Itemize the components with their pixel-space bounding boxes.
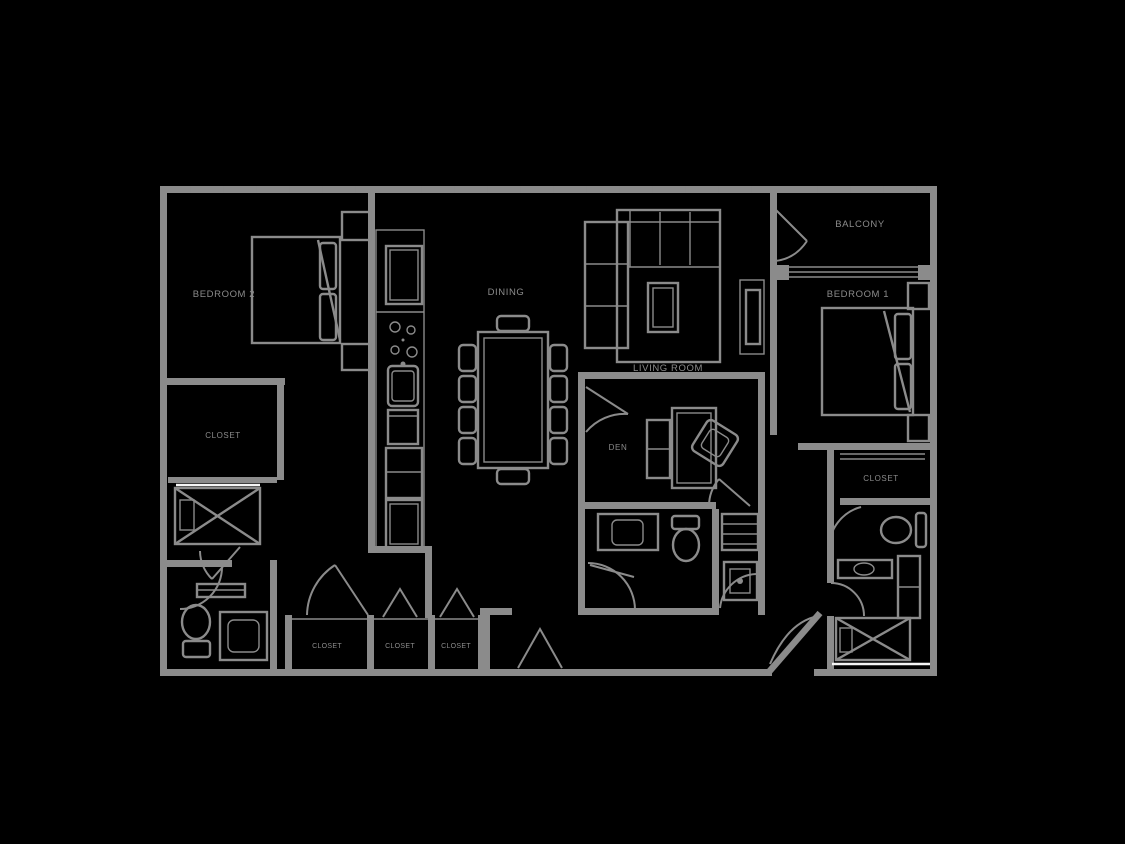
dining-table (457, 314, 569, 486)
nightstand (906, 281, 931, 311)
vanity-sink (836, 558, 894, 580)
room-labels: BEDROOM 2 DINING LIVING ROOM BALCONY BED… (193, 219, 899, 650)
kitchen-cabinet (384, 446, 424, 500)
cooktop (389, 321, 418, 358)
toilet (180, 603, 212, 641)
tv-console (739, 279, 765, 355)
den-label: DEN (609, 443, 628, 452)
nightstand (340, 210, 372, 242)
closet-left-wardrobe (173, 483, 262, 546)
closet-right-label: CLOSET (863, 474, 899, 483)
foyer-closet1-label: CLOSET (312, 643, 342, 650)
bath2-fixtures (180, 582, 269, 662)
entry-door (517, 626, 563, 669)
dishwasher (386, 408, 420, 446)
bath-right-fixtures (832, 511, 930, 666)
washer-dryer (722, 560, 759, 602)
dining-label: DINING (488, 287, 525, 298)
nightstand (340, 342, 372, 372)
interior-walls (160, 193, 930, 670)
shower (832, 616, 930, 666)
bedroom2-label: BEDROOM 2 (193, 289, 255, 300)
kitchen-counter (375, 229, 425, 553)
living-label: LIVING ROOM (633, 363, 703, 374)
den-desk (645, 406, 740, 490)
kitchen-sink (386, 361, 420, 408)
bath-center-fixtures (596, 512, 701, 563)
foyer-closet3-label: CLOSET (441, 643, 471, 650)
vanity-sink (596, 512, 660, 552)
toilet (879, 515, 913, 545)
exterior-walls (160, 186, 937, 676)
balcony-label: BALCONY (835, 219, 885, 230)
coffee-table (646, 281, 680, 334)
refrigerator (384, 244, 424, 306)
closet-right-shelving (840, 453, 925, 460)
vanity-sink (218, 610, 269, 662)
toilet (671, 527, 701, 563)
foyer-closet2-label: CLOSET (385, 643, 415, 650)
bedroom2-bed (250, 210, 372, 372)
closet-left-label: CLOSET (205, 431, 241, 440)
desk-chair (690, 418, 740, 468)
bedroom1-bed (820, 281, 931, 443)
bedroom1-label: BEDROOM 1 (827, 289, 889, 300)
kitchen-cabinet (384, 498, 424, 550)
nightstand (906, 413, 931, 443)
laundry-closet (720, 512, 760, 602)
sectional-sofa (583, 208, 722, 364)
